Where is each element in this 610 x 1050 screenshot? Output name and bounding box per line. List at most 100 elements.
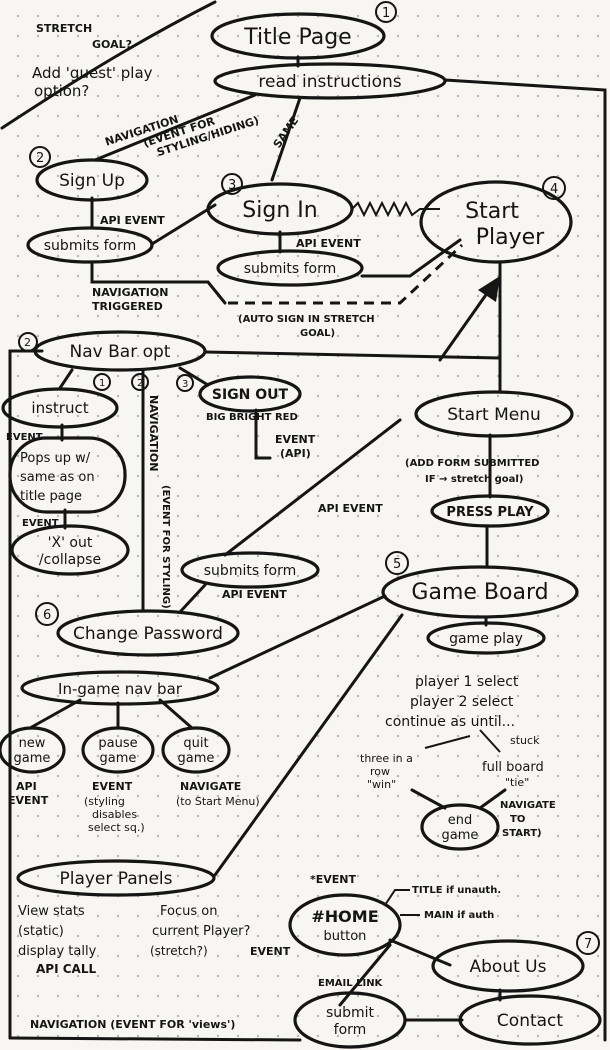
focus-event: EVENT (250, 945, 291, 958)
num-circle-nav2 (18, 332, 38, 352)
ingame-nav-node: In-game nav bar (58, 680, 183, 698)
edge-right-border (443, 78, 607, 1042)
press-play-oval (430, 494, 550, 528)
new-game-node-1: new (19, 736, 46, 751)
pause-event-4: select sq.) (88, 821, 145, 834)
x-out-node-2: /collapse (39, 552, 101, 568)
edge-board-ingame (208, 594, 387, 680)
quit-game-node-1: quit (183, 736, 208, 751)
edge-ingame-quit (158, 698, 194, 730)
label-nav-triggered-1: NAVIGATION (92, 286, 168, 299)
label-same: SAME (271, 115, 302, 151)
sign-in-node: Sign In (242, 198, 317, 223)
nav-bar-node: Nav Bar opt (70, 342, 171, 362)
bottom-nav-label: NAVIGATION (EVENT FOR 'views') (30, 1018, 235, 1031)
start-player-node-1: Start (465, 199, 519, 224)
edge-read-signin (270, 96, 302, 182)
stretch-note-2: GOAL? (92, 38, 132, 51)
label-event-styling-vertical: (EVENT FOR STYLING) (160, 485, 171, 609)
view-stats-4: API CALL (36, 962, 96, 976)
pause-event-2: (styling (84, 795, 125, 808)
edge-signout-event (254, 408, 272, 460)
edge-signin-start (351, 200, 440, 218)
view-stats-1: View stats (18, 904, 85, 919)
main-if-auth: MAIN if auth (424, 910, 494, 921)
num-5: 5 (393, 557, 401, 572)
player-panels-node: Player Panels (59, 869, 172, 889)
stretch-note-3: Add 'guest' play (32, 64, 153, 82)
full-board-2: full board (482, 760, 544, 775)
edge-tie-end (478, 788, 507, 810)
node-ovals (0, 12, 602, 1049)
num-i3: 3 (182, 379, 188, 390)
edge-home-submit (338, 943, 392, 1007)
game-board-oval (381, 565, 579, 619)
contact-node: Contact (497, 1011, 563, 1031)
label-api-event-2: API EVENT (296, 237, 361, 250)
game-play-node: game play (449, 631, 523, 647)
navigate-start-3: START) (502, 828, 542, 839)
edge-nav-instruct (58, 368, 74, 390)
submit-contact-node-1: submit (326, 1005, 375, 1021)
arrowhead-icon (478, 276, 500, 302)
num-nav2: 2 (24, 336, 31, 349)
num-circle-1 (375, 1, 397, 23)
num-circle-7 (576, 931, 600, 955)
start-menu-oval (414, 390, 574, 438)
instruct-oval (1, 387, 119, 429)
home-button-node-1: #HOME (311, 907, 378, 926)
submit-pwd-oval (180, 551, 320, 589)
three-in-row-3: "win" (367, 778, 396, 791)
label-auto-signin-1: (AUTO SIGN IN STRETCH (238, 314, 375, 325)
player-select-2: player 2 select (410, 694, 514, 710)
num-circle-i3 (176, 374, 194, 392)
submit-contact-node-2: form (334, 1022, 367, 1038)
popup-text-2: same as on (20, 470, 95, 485)
instruct-node: instruct (31, 399, 88, 417)
submit-signin-oval (216, 249, 364, 287)
home-button-oval (288, 893, 402, 957)
label-event-popup: EVENT (6, 432, 43, 443)
num-2: 2 (36, 151, 44, 166)
focus-player-1: Focus on (160, 904, 217, 919)
edge-board-panels (213, 613, 404, 877)
label-event-api-1: EVENT (275, 433, 316, 446)
change-password-oval (56, 609, 240, 657)
num-circle-i1 (93, 373, 111, 391)
num-circle-3 (221, 173, 243, 195)
edge-ingame-new (28, 698, 82, 730)
title-if-unauth: TITLE if unauth. (412, 885, 501, 896)
label-api-event-1: API EVENT (100, 214, 165, 227)
num-3: 3 (228, 178, 236, 193)
api-event-new-2: EVENT (8, 794, 49, 807)
end-game-node-1: end (448, 813, 473, 828)
num-circle-4 (542, 176, 566, 200)
edge-bottom (8, 1036, 302, 1042)
read-instructions-oval (213, 62, 447, 100)
quit-navigate-1: NAVIGATE (180, 780, 241, 793)
num-1: 1 (382, 6, 390, 21)
navigate-start-1: NAVIGATE (500, 800, 556, 811)
sign-up-oval (35, 158, 149, 202)
num-circle-i2 (131, 373, 149, 391)
submit-signup-node: submits form (44, 238, 136, 254)
note-divider (0, 0, 217, 130)
label-api-event-3: API EVENT (318, 502, 383, 515)
read-instructions-node: read instructions (258, 72, 401, 92)
quit-game-oval (161, 726, 231, 774)
navigate-start-2: TO (510, 814, 525, 825)
edge-pwdform-change (178, 583, 207, 614)
focus-player-2: current Player? (152, 924, 250, 939)
submit-contact-oval (293, 991, 407, 1049)
label-big-bright-red: BIG BRIGHT RED (206, 412, 298, 423)
end-game-node-2: game (442, 828, 479, 843)
num-i2: 2 (137, 378, 143, 389)
focus-player-3: (stretch?) (150, 944, 208, 958)
label-event-api-2: (API) (280, 447, 311, 460)
api-event-new-1: API (16, 780, 37, 793)
press-play-node: PRESS PLAY (446, 505, 534, 520)
change-password-node: Change Password (73, 624, 223, 644)
label-add-form-1: (ADD FORM SUBMITTED (405, 458, 539, 469)
quit-game-node-2: game (178, 751, 215, 766)
num-4: 4 (550, 182, 558, 197)
